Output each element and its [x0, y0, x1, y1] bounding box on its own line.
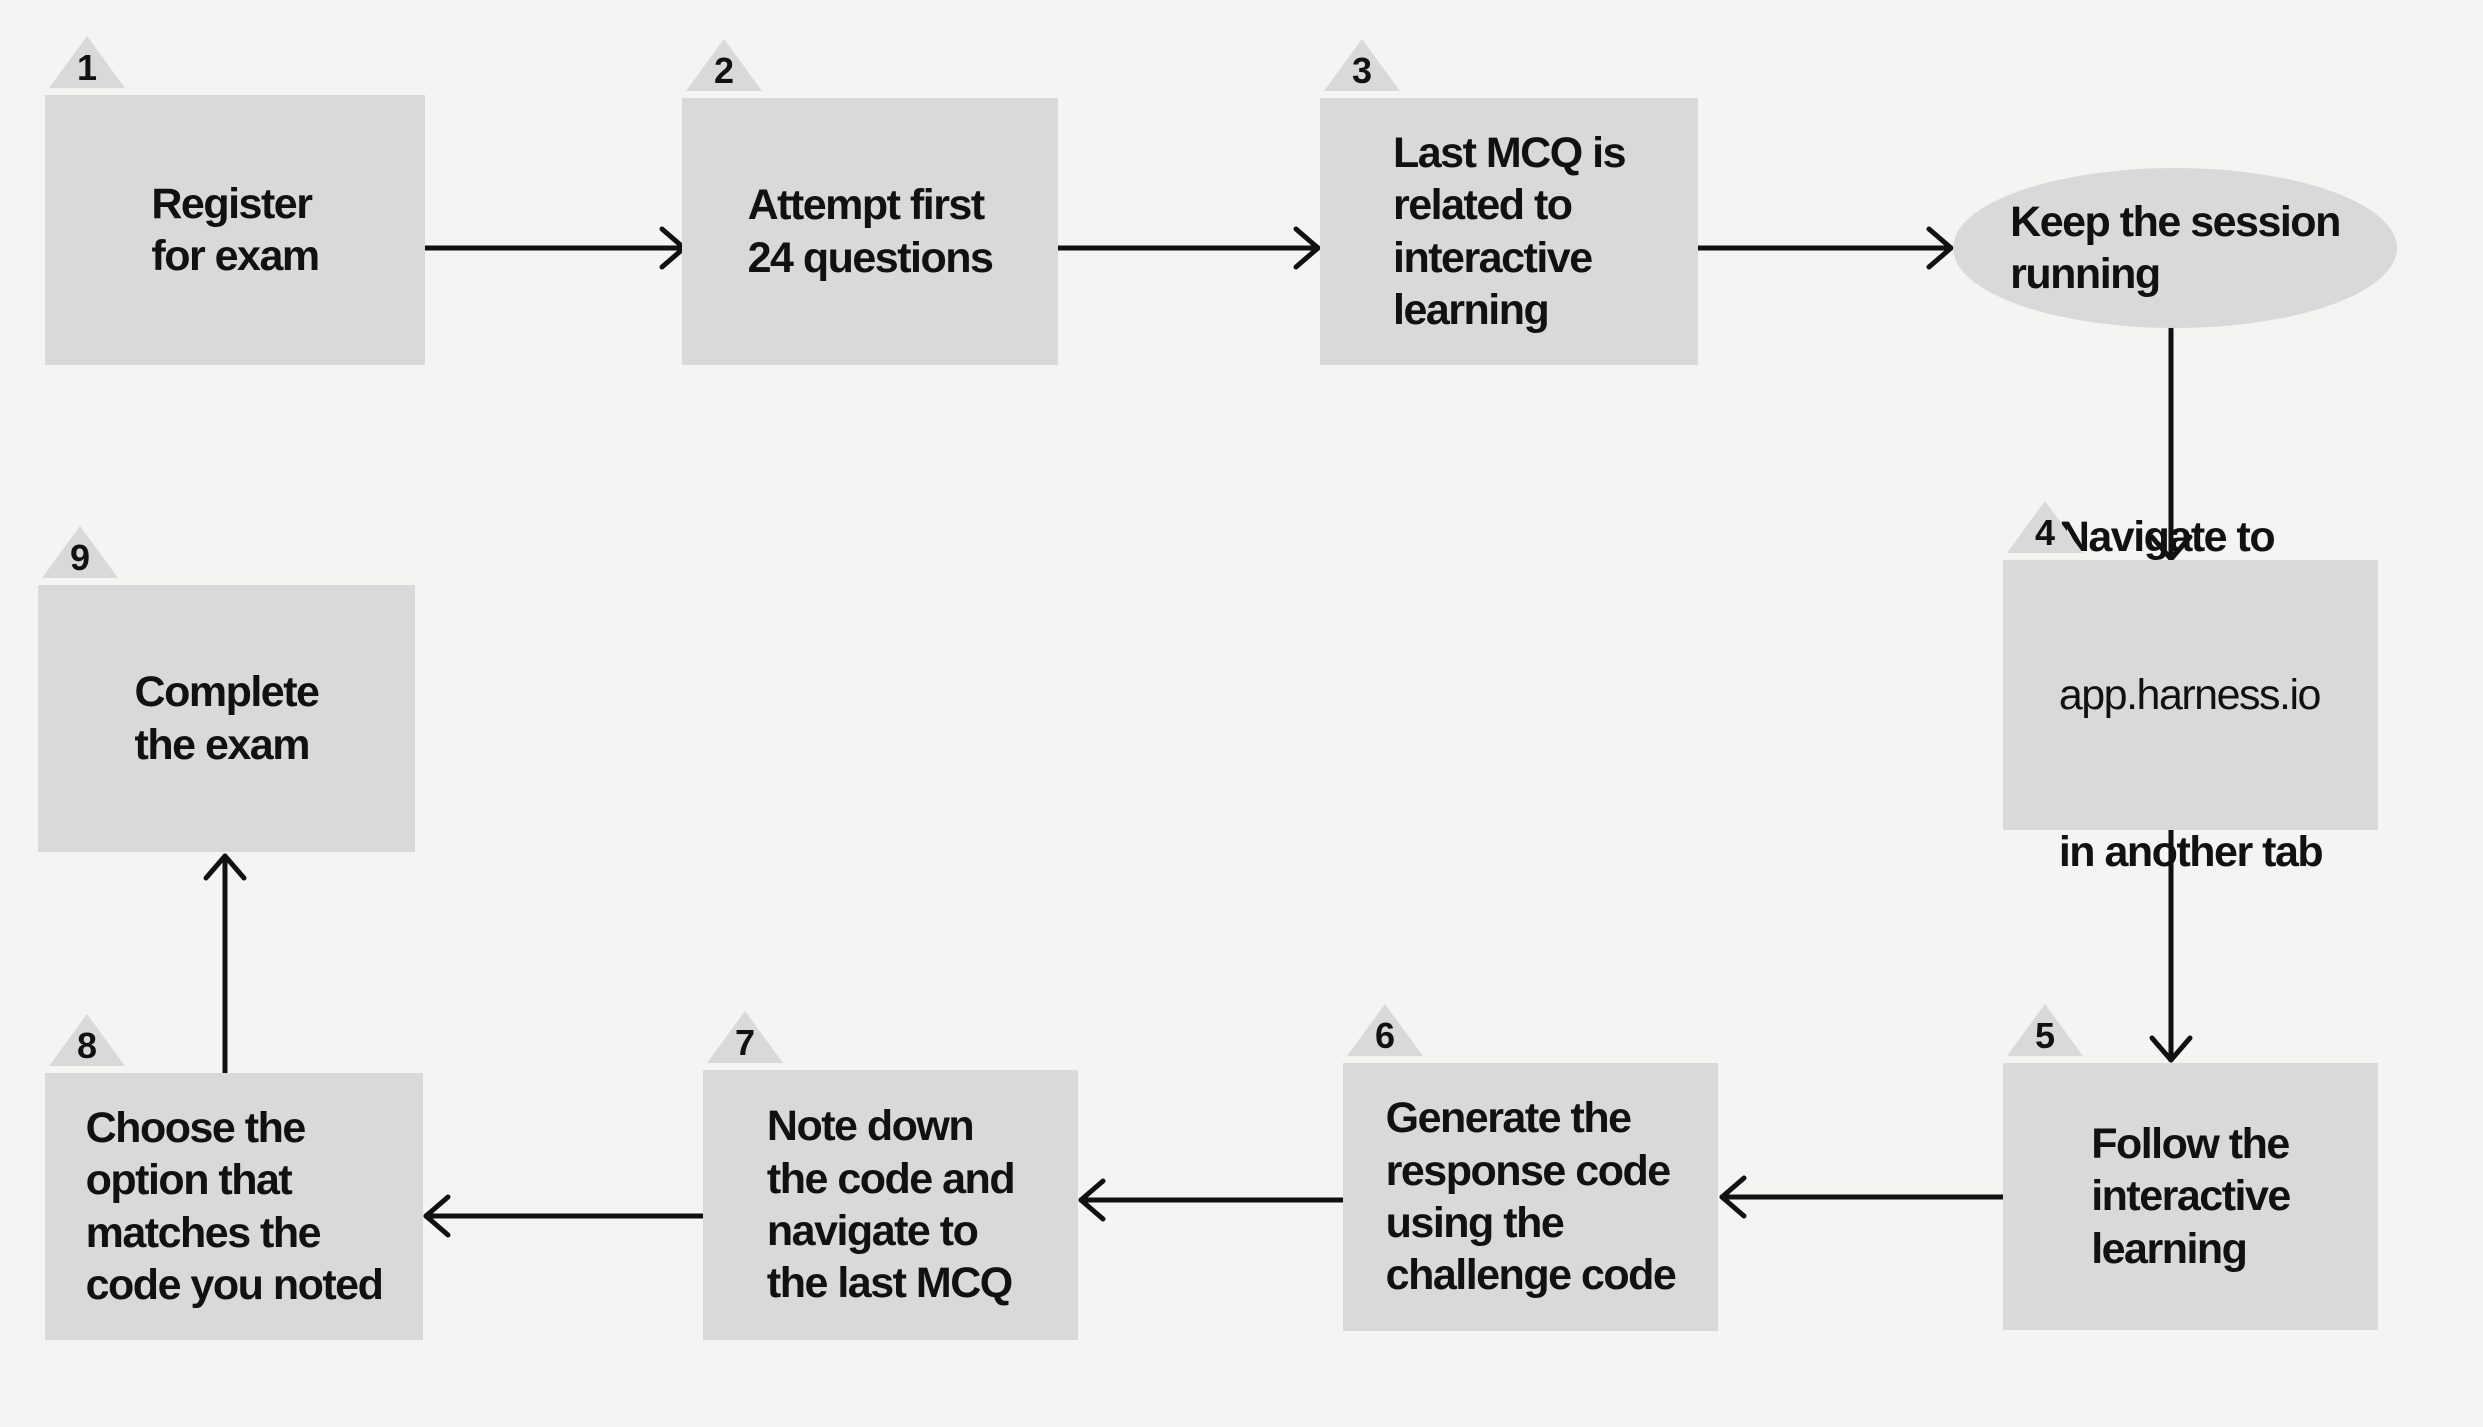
step-box-3: 3 Last MCQ is related to interactive lea…: [1320, 39, 1698, 365]
keep-session-label: Keep the session running: [2010, 197, 2341, 298]
step-number-3: 3: [1351, 50, 1373, 91]
arrow-step6-to-step7: [1078, 1178, 1346, 1222]
arrow-step3-to-keep-session: [1695, 226, 1954, 270]
step-4-line-1: Navigate to: [2058, 513, 2276, 562]
step-box-2: 2 Attempt first 24 questions: [682, 39, 1058, 365]
keep-session-ellipse: Keep the session running: [1953, 168, 2397, 328]
step-number-7: 7: [734, 1022, 756, 1063]
step-label-7: Note down the code and navigate to the l…: [766, 1102, 1016, 1308]
step-number-badge-2: 2: [686, 39, 762, 91]
step-number-2: 2: [713, 50, 735, 91]
arrow-step5-to-step6: [1719, 1175, 2006, 1219]
step-label-2: Attempt first 24 questions: [747, 181, 994, 282]
step-label-3: Last MCQ is related to interactive learn…: [1393, 128, 1627, 334]
step-number-badge-6: 6: [1347, 1004, 1423, 1056]
step-number-6: 6: [1374, 1015, 1396, 1056]
step-number-8: 8: [76, 1025, 98, 1066]
step-number-badge-8: 8: [49, 1014, 125, 1066]
step-number-badge-5: 5: [2007, 1004, 2083, 1056]
step-label-8: Choose the option that matches the code …: [85, 1103, 384, 1309]
arrow-step7-to-step8: [423, 1194, 706, 1238]
step-box-4: 4 Navigate to app.harness.io in another …: [2003, 501, 2378, 876]
step-number-badge-1: 1: [49, 36, 125, 88]
step-label-9: Complete the exam: [134, 668, 320, 769]
step-number-5: 5: [2034, 1015, 2056, 1056]
step-box-7: 7 Note down the code and navigate to the…: [703, 1011, 1078, 1340]
arrow-step8-to-step9: [203, 853, 247, 1076]
step-number-9: 9: [69, 537, 91, 578]
step-number-1: 1: [76, 47, 98, 88]
arrow-step2-to-step3: [1055, 226, 1321, 270]
step-label-1: Register for exam: [151, 179, 320, 280]
step-label-6: Generate the response code using the cha…: [1385, 1094, 1677, 1300]
step-box-9: 9 Complete the exam: [38, 526, 415, 852]
step-box-8: 8 Choose the option that matches the cod…: [45, 1014, 423, 1340]
step-number-4: 4: [2034, 512, 2056, 553]
step-number-badge-3: 3: [1324, 39, 1400, 91]
step-number-badge-7: 7: [707, 1011, 783, 1063]
step-4-line-2-url: app.harness.io: [2058, 670, 2322, 719]
arrow-step1-to-step2: [422, 226, 687, 270]
step-box-5: 5 Follow the interactive learning: [2003, 1004, 2378, 1330]
step-box-1: 1 Register for exam: [45, 36, 425, 365]
step-label-4: Navigate to app.harness.io in another ta…: [2058, 407, 2324, 984]
step-number-badge-9: 9: [42, 526, 118, 578]
step-box-6: 6 Generate the response code using the c…: [1343, 1004, 1718, 1331]
step-label-5: Follow the interactive learning: [2091, 1119, 2291, 1273]
step-4-line-3: in another tab: [2058, 828, 2324, 877]
